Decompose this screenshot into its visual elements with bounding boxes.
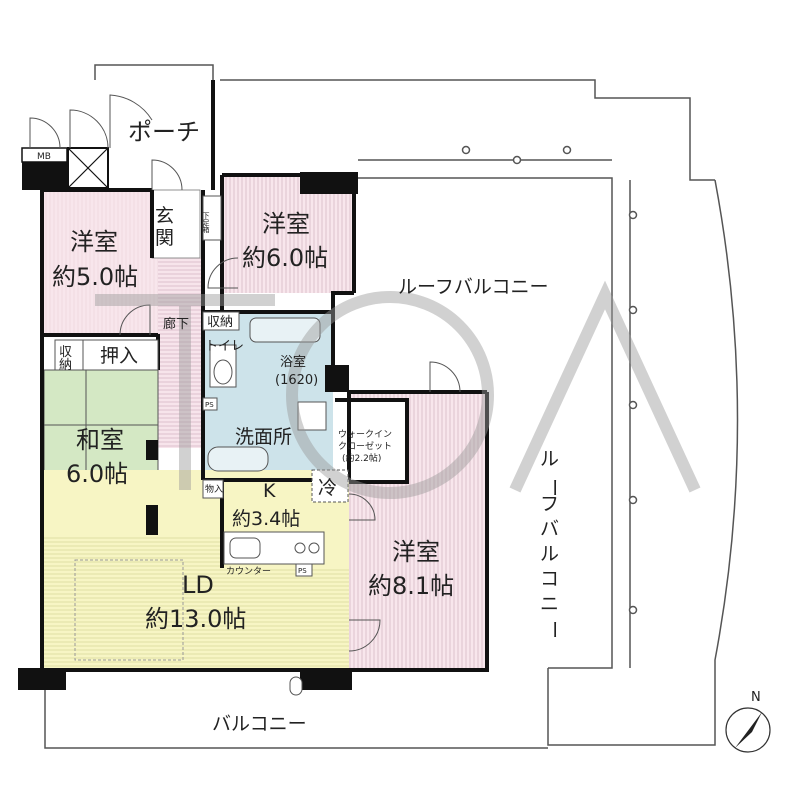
svg-text:ー: ー [543,478,565,497]
door-swing [69,109,109,149]
hall-floor [158,258,203,448]
svg-text:コ: コ [540,568,559,590]
watermark [95,280,701,499]
stove-burner [308,542,320,554]
door-swing [207,257,239,289]
svg-text:バ: バ [540,518,559,540]
ps-label: PS [205,401,214,409]
svg-text:ル: ル [540,543,559,565]
west-room-2-label: 洋室 [262,210,310,238]
store-in [202,479,224,499]
storage-small [202,311,240,331]
closet-size: (約2.2帖) [342,452,381,464]
storage-left-label: 収 [59,345,72,360]
door-swing [119,304,151,336]
kitchen-label: K [263,480,276,502]
washbasin [207,446,269,472]
door-swing [151,159,183,191]
corridor-label: 廊下 [163,316,189,332]
ld-size: 約13.0帖 [145,605,246,633]
washer-space [297,401,327,431]
senmenjo-label: 洗面所 [235,426,292,448]
svg-text:ル: ル [540,448,559,470]
svg-text:フ: フ [540,493,559,515]
fridge-label: 冷 [318,477,337,499]
roof-balcony-right-label: ル ー フ バ ル コ ニ ー [540,448,565,639]
storage-small-label: 収納 [207,315,233,330]
balcony-outline [44,64,739,749]
washitsu-label: 和室 [76,426,124,454]
kitchen-size: 約3.4帖 [232,508,300,530]
bathroom-size: (1620) [275,373,318,388]
wall-blocks [18,162,358,690]
walk-in-label: ウォークイン [338,429,392,440]
west-room-3-label: 洋室 [392,538,440,566]
door-swing [348,493,376,521]
genkan-bg [151,189,201,259]
west-room-2-floor [222,175,354,293]
stove-burner [294,542,306,554]
storage-left [54,339,84,371]
porch-label: ポーチ [128,118,200,146]
ld-rug [74,559,184,661]
shoe-box [202,195,222,241]
closet-label: クローゼット [338,440,392,452]
genkan-label-1: 玄 [155,205,174,227]
roof-balcony-top-label: ルーフバルコニー [398,276,548,298]
bathroom-label: 浴室 [280,354,306,370]
svg-text:ニ: ニ [540,593,559,615]
ps-box [202,397,218,411]
door-swing [109,94,153,148]
shoe-box-label: 下足箱 [202,212,210,234]
walk-in-closet-bg [335,400,407,482]
balcony-label: バルコニー [212,713,307,735]
door-swing [29,117,61,149]
washitsu-size: 6.0帖 [66,460,128,488]
west-room-1-label: 洋室 [70,228,118,256]
oshiire-label: 押入 [100,345,138,367]
oshiire [82,339,159,371]
storage-left-label-2: 納 [59,358,72,373]
counter-label: カウンター [226,566,271,577]
compass [725,707,771,753]
store-in-label: 物入 [205,483,223,495]
bathtub [249,317,321,343]
west-room-3-size: 約8.1帖 [368,572,454,600]
ld-label: LD [182,571,214,599]
drain [289,676,303,696]
fridge-space [311,469,349,503]
toilet-label: トイレ [205,339,244,354]
door-swing [348,619,381,652]
toilet-bowl [213,359,233,385]
svg-text:ー: ー [543,620,565,639]
genkan-label-2: 関 [155,227,174,249]
ps-label-2: PS [298,567,307,575]
mb-label: MB [37,152,51,162]
ps-box-2 [295,563,313,577]
west-room-2-size: 約6.0帖 [242,244,328,272]
west-room-1-size: 約5.0帖 [52,263,138,291]
compass-label: N [751,690,761,705]
door-swing [429,361,461,393]
sink [229,537,261,559]
west-room-1-bg [44,192,158,334]
railing-posts [358,145,638,668]
